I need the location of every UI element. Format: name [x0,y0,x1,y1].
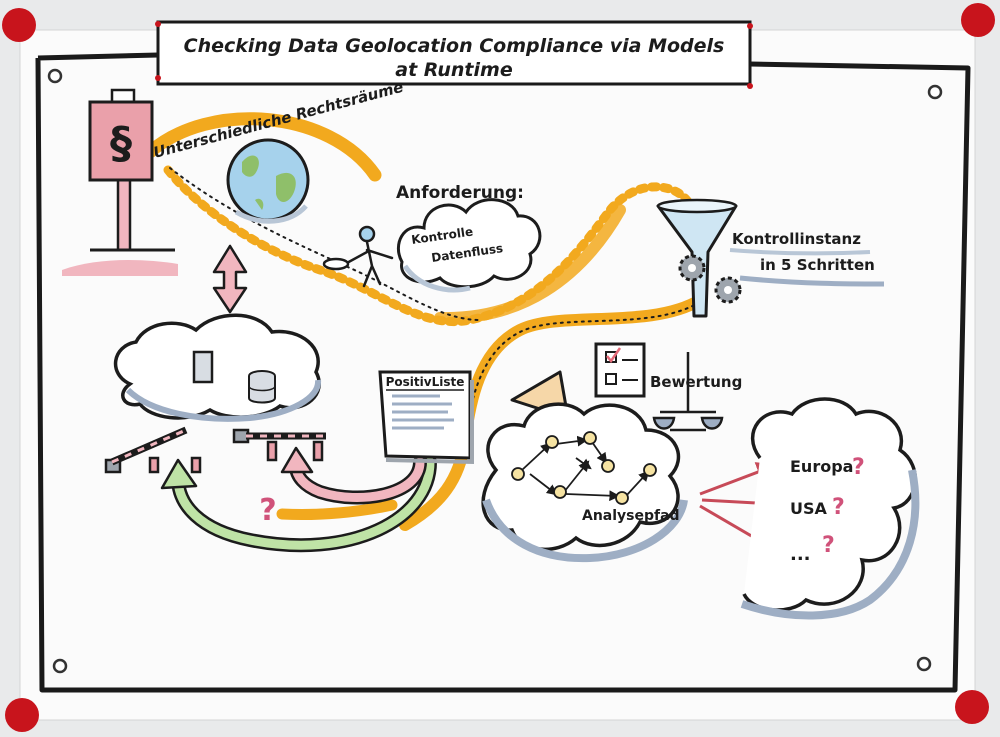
magnet-top-right [961,3,995,37]
double-arrow-icon [212,244,248,314]
positive-list-document: PositivListe [378,370,474,465]
regions-cloud [740,397,920,620]
region-name: USA [790,499,828,518]
analysis-graph [511,431,657,505]
question-mark: ? [259,493,276,528]
label-positive-list: PositivListe [386,375,465,389]
title-line-1: Checking Data Geolocation Compliance via… [184,35,725,57]
magnet-top-left [2,8,36,42]
corner-screw-bottom-left [52,658,68,674]
region-list: Europa ? USA ? ... ? [790,455,865,565]
magnet-bottom-left [5,698,39,732]
green-arrow-head [160,458,198,490]
title-banner: Checking Data Geolocation Compliance via… [155,20,753,89]
analysis-cloud [481,402,688,563]
gear-icon [714,276,742,304]
data-stream [143,112,706,531]
corner-screw-bottom-right [916,656,932,672]
label-requirement-heading: Anforderung: [396,183,524,203]
label-evaluation: Bewertung [650,373,742,391]
region-question-mark: ? [852,455,865,480]
label-control-instance-2: in 5 Schritten [760,256,875,274]
gear-icon [678,254,706,282]
region-question-mark: ? [822,533,835,558]
person-filtering-icon [322,225,394,288]
label-analysis-path: Analysepfad [582,508,680,524]
drawn-frame [35,52,971,693]
barrier-icon [104,426,202,474]
label-control-instance-1: Kontrollinstanz [732,230,861,248]
checklist-icon [594,342,646,398]
region-question-mark: ? [832,495,845,520]
red-arrow-head [280,446,314,474]
title-line-2: at Runtime [395,59,513,81]
magnet-bottom-right [955,690,989,724]
globe-icon [226,138,310,224]
region-name: Europa [790,457,853,476]
scales-icon [652,352,724,432]
barrier-icon [232,428,326,462]
requirement-cloud: Anforderung: Kontrolle Datenfluss [396,183,542,293]
corner-screw-top-left [47,68,63,84]
data-center-cloud [113,313,321,422]
paragraph-symbol: § [110,118,132,169]
corner-screw-top-right [927,84,943,100]
region-name: ... [790,544,811,565]
paragraph-sign: § [62,88,178,276]
